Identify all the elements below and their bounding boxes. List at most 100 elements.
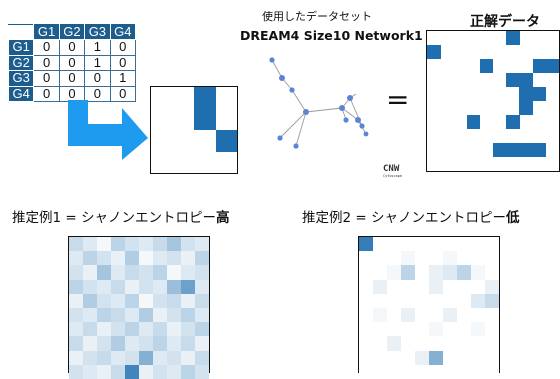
estimate1-cell: [139, 308, 154, 323]
estimate2-cell: [401, 308, 416, 323]
network-node: [359, 123, 365, 129]
estimate2-cell: [471, 265, 486, 280]
ground-truth-cell: [506, 73, 520, 88]
estimate2-cell: [415, 237, 430, 252]
estimate2-cell: [415, 336, 430, 351]
network-node: [269, 57, 275, 63]
logo-subtext: Cytoscape: [383, 174, 402, 178]
estimate2-cell: [359, 279, 374, 295]
estimate2-cell: [401, 293, 416, 309]
estimate2-cell: [387, 251, 402, 266]
estimate2-cell: [471, 308, 486, 323]
estimate1-cell: [139, 293, 154, 309]
estimate2-cell: [457, 350, 472, 366]
adjacency-row-header: G4: [7, 85, 35, 102]
adjacency-cell: 0: [58, 39, 86, 56]
estimate1-cell: [139, 350, 154, 366]
estimate2-cell: [415, 308, 430, 323]
adjacency-cell: 0: [109, 39, 137, 56]
estimate1-cell: [195, 251, 210, 266]
estimate1-cell: [111, 350, 126, 366]
adjacency-cell: 1: [84, 54, 111, 71]
estimate1-cell: [111, 308, 126, 323]
ground-truth-cell: [532, 59, 547, 74]
estimate2-cell: [457, 336, 472, 351]
estimate2-cell: [443, 350, 458, 366]
estimate1-cell: [111, 251, 126, 266]
estimate1-cell: [69, 279, 84, 295]
estimate2-cell: [373, 322, 388, 337]
estimate2-cell: [443, 279, 458, 295]
estimate2-cell: [443, 293, 458, 309]
network-diagram: [269, 57, 369, 149]
estimate1-cell: [97, 237, 112, 252]
estimate2-cell: [373, 336, 388, 351]
estimate1-cell: [125, 251, 140, 266]
estimate2-cell: [485, 336, 500, 351]
ground-truth-cell: [493, 143, 507, 158]
estimate1-cell: [83, 364, 98, 379]
estimate1-cell: [125, 237, 140, 252]
estimate2-cell: [359, 322, 374, 337]
adjacency-cell: 0: [84, 85, 111, 102]
estimate1-cell: [167, 322, 182, 337]
estimate2-cell: [415, 322, 430, 337]
estimate1-cell: [167, 364, 182, 379]
estimate1-cell: [195, 336, 210, 351]
arrow-right-icon: [68, 100, 148, 160]
estimate1-cell: [111, 322, 126, 337]
estimate2-cell: [415, 279, 430, 295]
estimate1-cell: [195, 350, 210, 366]
small-matrix-cell: [215, 130, 238, 152]
estimate2-cell: [429, 336, 444, 351]
estimate2-cell: [387, 364, 402, 379]
estimate1-cell: [195, 237, 210, 252]
estimate2-cell: [429, 293, 444, 309]
network-node: [293, 143, 299, 149]
estimate1-cell: [153, 293, 168, 309]
estimate2-cell: [471, 237, 486, 252]
estimate1-cell: [125, 279, 140, 295]
estimate2-cell: [471, 364, 486, 379]
estimate1-cell: [167, 265, 182, 280]
estimate2-cell: [401, 350, 416, 366]
estimate2-cell: [373, 293, 388, 309]
estimate2-cell: [401, 279, 416, 295]
estimate1-cell: [83, 308, 98, 323]
estimate1-cell: [181, 251, 196, 266]
estimate2-cell: [429, 265, 444, 280]
estimate1-cell: [181, 237, 196, 252]
estimate1-cell: [83, 279, 98, 295]
estimate2-cell: [359, 336, 374, 351]
estimate1-cell: [125, 308, 140, 323]
estimate1-cell: [153, 251, 168, 266]
adjacency-row: G1 0 0 1 0: [7, 39, 137, 56]
estimate1-cell: [181, 308, 196, 323]
estimate2-cell: [415, 251, 430, 266]
network-edge: [295, 111, 307, 147]
adjacency-row-header: G2: [7, 54, 35, 71]
estimate1-cell: [153, 336, 168, 351]
estimate1-cell: [97, 350, 112, 366]
estimate1-cell: [125, 364, 140, 379]
ground-truth-cell: [519, 73, 533, 88]
adjacency-cell: 0: [84, 70, 111, 87]
network-node: [339, 105, 345, 111]
estimate1-cell: [181, 279, 196, 295]
estimate2-text: 推定例2 = シャノンエントロピー: [302, 210, 506, 226]
estimate2-cell: [471, 336, 486, 351]
estimate2-cell: [387, 237, 402, 252]
estimate1-label: 推定例1 = シャノンエントロピー高: [12, 206, 229, 226]
estimate1-cell: [167, 336, 182, 351]
estimate2-cell: [387, 279, 402, 295]
estimate1-cell: [97, 364, 112, 379]
estimate2-cell: [429, 237, 444, 252]
network-nodes: [269, 57, 369, 149]
network-edge: [305, 107, 343, 113]
estimate1-cell: [69, 350, 84, 366]
estimate2-cell: [429, 364, 444, 379]
estimate2-cell: [401, 364, 416, 379]
adjacency-cell: 1: [109, 70, 137, 87]
estimate2-cell: [359, 237, 374, 252]
estimate1-cell: [125, 350, 140, 366]
